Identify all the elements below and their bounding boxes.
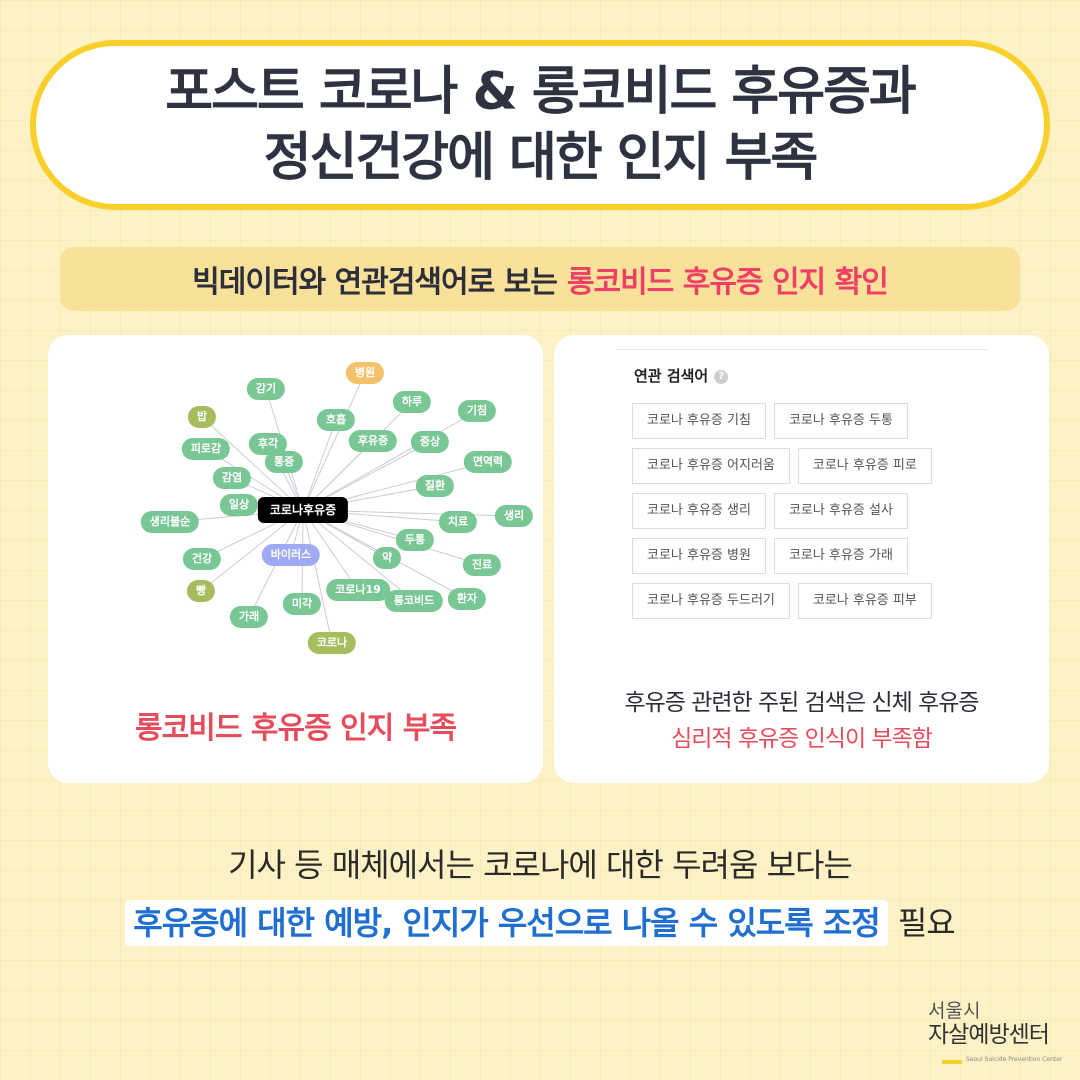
word-map-node: 감기 (246, 378, 286, 400)
word-map-link (302, 509, 415, 602)
word-map-node: 미각 (282, 593, 322, 615)
word-map-node: 호흡 (316, 409, 356, 431)
word-map-node: 증상 (410, 431, 450, 453)
word-map-node: 코로나 (307, 632, 357, 654)
word-map-node: 밥 (187, 406, 217, 428)
word-map-node: 기침 (457, 400, 497, 422)
word-map-node: 건강 (182, 548, 222, 570)
word-map-link (302, 372, 366, 511)
title-line-1: 포스트 코로나 & 롱코비드 후유증과 (165, 62, 917, 122)
subtitle-text: 빅데이터와 연관검색어로 보는 (192, 265, 558, 300)
word-map-node: 후각 (248, 433, 288, 455)
word-map-node: 질환 (415, 475, 455, 497)
search-panel-divider (616, 349, 988, 350)
related-search-tag[interactable]: 코로나 후유증 피로 (797, 448, 932, 484)
word-map-node: 롱코비드 (384, 590, 444, 612)
bottom-line-2: 후유증에 대한 예방, 인지가 우선으로 나올 수 있도록 조정 필요 (0, 898, 1080, 946)
question-circle-icon[interactable]: ? (714, 369, 729, 384)
word-map-node: 두통 (395, 529, 435, 551)
logo-line-2: 자살예방센터 (928, 1022, 1050, 1048)
related-search-tag[interactable]: 코로나 후유증 병원 (632, 538, 766, 574)
word-map-link (302, 509, 333, 644)
word-map-node: 생리 (494, 505, 534, 527)
related-search-tag[interactable]: 코로나 후유증 두통 (773, 403, 908, 439)
title-line-2: 정신건강에 대한 인지 부족 (263, 128, 819, 188)
related-search-title: 연관 검색어? (634, 365, 729, 386)
word-map-node: 가래 (229, 606, 269, 628)
related-search-tag[interactable]: 코로나 후유증 가래 (773, 538, 908, 574)
word-map-center-node: 코로나후유증 (257, 497, 349, 523)
word-map-node: 코로나19 (326, 579, 390, 601)
related-search-tag[interactable]: 코로나 후유증 생리 (632, 493, 766, 529)
word-map-link (201, 416, 304, 511)
word-map-node: 생리불순 (140, 511, 200, 533)
related-search-title-text: 연관 검색어 (634, 367, 709, 385)
related-search-tag[interactable]: 코로나 후유증 피부 (797, 583, 932, 619)
word-map-link (302, 419, 337, 511)
seoul-suicide-prevention-center-logo: 서울시 자살예방센터 Seoul Suicide Prevention Cent… (928, 1000, 1068, 1072)
related-search-tag[interactable]: 코로나 후유증 두드러기 (632, 583, 790, 619)
word-map-node: 환자 (447, 588, 487, 610)
related-search-caption-line-2: 심리적 후유증 인식이 부족함 (671, 726, 933, 752)
word-map-node: 약 (372, 547, 402, 569)
related-search-caption-line-1: 후유증 관련한 주된 검색은 신체 후유증 (624, 690, 979, 716)
logo-bar (942, 1060, 962, 1064)
subtitle-highlight: 롱코비드 후유증 인지 확인 (566, 265, 889, 300)
word-map-node: 하루 (392, 391, 432, 413)
word-map-node: 피로감 (181, 438, 231, 460)
title-banner: 포스트 코로나 & 롱코비드 후유증과 정신건강에 대한 인지 부족 (30, 40, 1050, 210)
word-map-node: 후유증 (348, 430, 398, 452)
word-map-node: 빵 (186, 580, 216, 602)
logo-line-1: 서울시 (928, 1000, 981, 1022)
bottom-highlight: 후유증에 대한 예방, 인지가 우선으로 나올 수 있도록 조정 (125, 900, 888, 946)
related-search-tag[interactable]: 코로나 후유증 어지러움 (632, 448, 790, 484)
bottom-line-1: 기사 등 매체에서는 코로나에 대한 두려움 보다는 (228, 846, 853, 884)
word-map-node: 면역력 (463, 451, 513, 473)
word-map-caption: 롱코비드 후유증 인지 부족 (135, 711, 457, 746)
word-map-node: 병원 (345, 362, 385, 384)
related-search-tag[interactable]: 코로나 후유증 설사 (773, 493, 908, 529)
word-map-node: 진료 (462, 554, 502, 576)
word-map-node: 감염 (212, 467, 252, 489)
word-map-node: 치료 (438, 511, 478, 533)
word-map-link (200, 509, 304, 592)
logo-subtitle: Seoul Suicide Prevention Center (966, 1056, 1063, 1063)
bottom-tail: 필요 (897, 904, 956, 942)
word-map-node: 통증 (264, 451, 304, 473)
subtitle-banner: 빅데이터와 연관검색어로 보는 롱코비드 후유증 인지 확인 (60, 247, 1020, 311)
related-search-tag[interactable]: 코로나 후유증 기침 (632, 403, 766, 439)
word-map-node: 바이러스 (261, 544, 321, 566)
related-search-caption: 후유증 관련한 주된 검색은 신체 후유증 심리적 후유증 인식이 부족함 (554, 685, 1049, 757)
word-map-link (302, 410, 478, 511)
word-map-link (302, 509, 359, 591)
word-map-node: 일상 (219, 494, 259, 516)
